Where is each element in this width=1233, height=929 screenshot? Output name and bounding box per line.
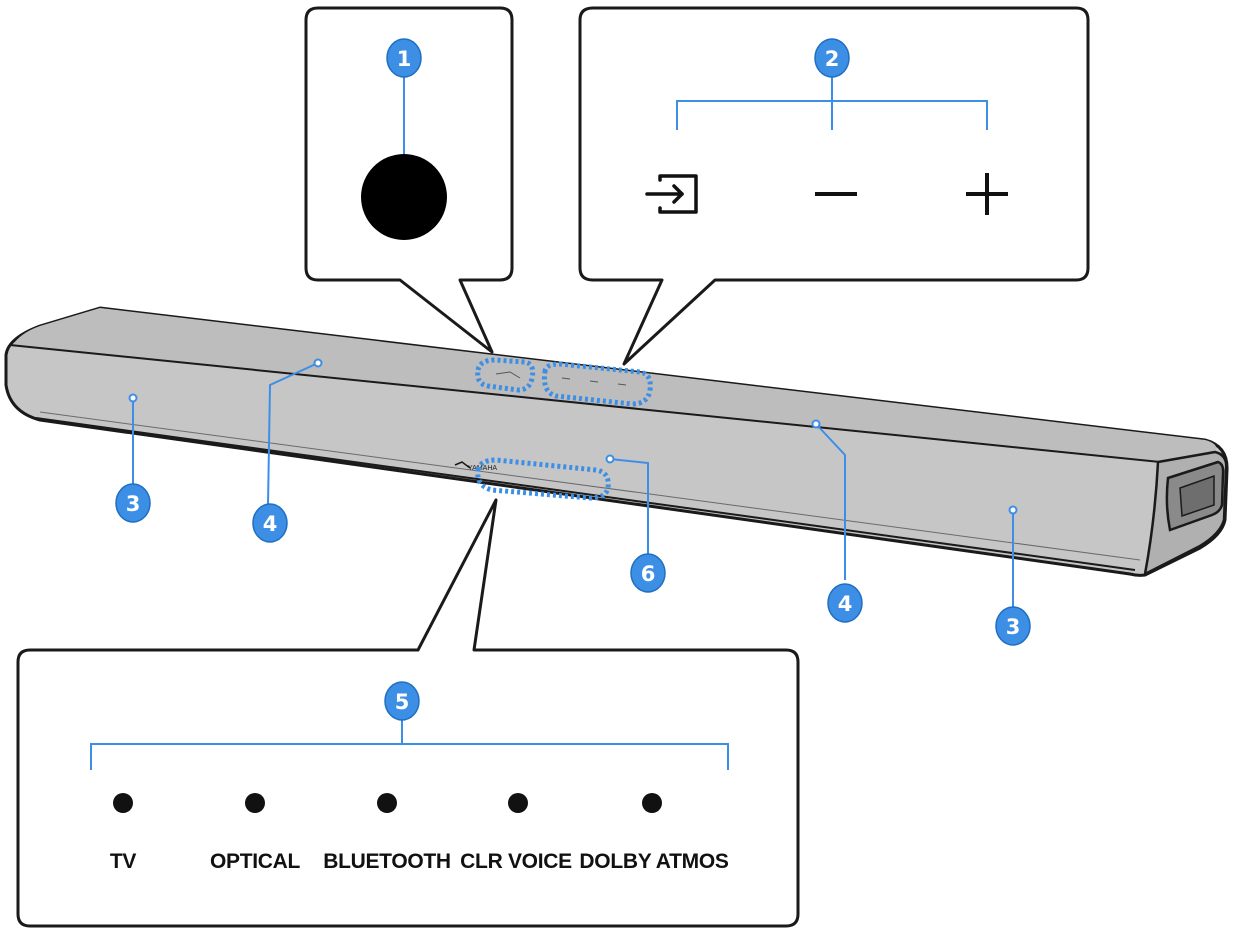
callout-badge-6: 6 bbox=[630, 553, 666, 593]
callout-badge-3-right: 3 bbox=[995, 606, 1031, 646]
indicator-light bbox=[245, 793, 265, 813]
bar-top-buttons bbox=[495, 371, 627, 386]
indicator-label-clr-voice: CLR VOICE bbox=[460, 850, 572, 873]
indicator-label-dolby-atmos: DOLBY ATMOS bbox=[579, 850, 728, 873]
highlight-areas bbox=[475, 357, 653, 501]
indicator-light bbox=[642, 793, 662, 813]
callout-badge-1: 1 bbox=[386, 38, 422, 78]
indicator-light bbox=[508, 793, 528, 813]
callout-box-controls bbox=[578, 6, 1090, 366]
callout-badge-2: 2 bbox=[814, 38, 850, 78]
svg-text:1: 1 bbox=[397, 47, 412, 71]
callout-box-power bbox=[304, 6, 514, 354]
indicator-light bbox=[113, 793, 133, 813]
leader-lines bbox=[132, 362, 1014, 607]
indicator-row: TV OPTICAL BLUETOOTH CLR VOICE DOLBY ATM… bbox=[110, 793, 729, 873]
callout-badge-5: 5 bbox=[384, 681, 420, 721]
callout-badge-3-left: 3 bbox=[115, 483, 151, 523]
svg-text:3: 3 bbox=[1006, 615, 1021, 639]
callout-badge-4-right: 4 bbox=[827, 583, 863, 623]
callout-badges: 1 2 3 4 6 4 3 5 bbox=[115, 38, 1031, 721]
svg-text:5: 5 bbox=[395, 690, 410, 714]
indicator-light bbox=[377, 793, 397, 813]
svg-text:6: 6 bbox=[641, 562, 656, 586]
svg-text:YAMAHA: YAMAHA bbox=[468, 465, 497, 472]
svg-text:4: 4 bbox=[263, 512, 278, 536]
indicator-label-tv: TV bbox=[110, 850, 137, 873]
svg-text:3: 3 bbox=[126, 492, 141, 516]
leader-dots bbox=[128, 358, 1018, 515]
svg-text:2: 2 bbox=[825, 47, 840, 71]
indicator-label-optical: OPTICAL bbox=[210, 850, 301, 873]
indicator-label-bluetooth: BLUETOOTH bbox=[323, 850, 451, 873]
input-icon bbox=[645, 174, 698, 214]
soundbar: YAMAHA bbox=[4, 306, 1229, 577]
power-button-icon bbox=[361, 154, 447, 240]
volume-up-icon bbox=[966, 173, 1008, 215]
svg-text:4: 4 bbox=[838, 592, 853, 616]
callout-badge-4-left: 4 bbox=[252, 503, 288, 543]
